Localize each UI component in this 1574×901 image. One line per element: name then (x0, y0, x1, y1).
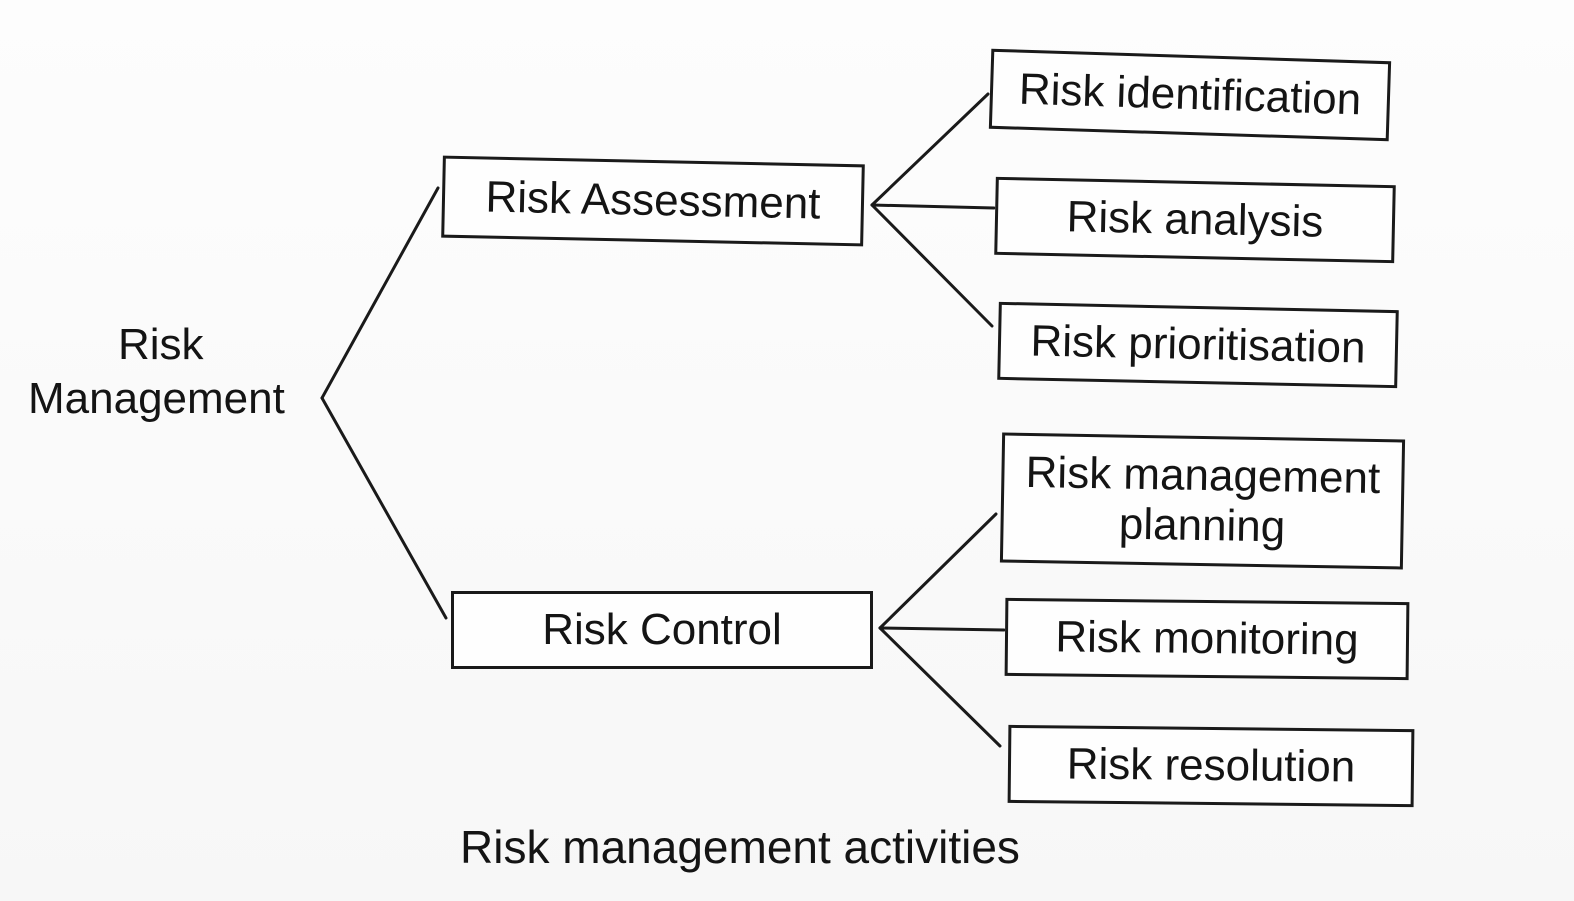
node-risk-control: Risk Control (451, 591, 873, 669)
node-risk-management-planning: Risk management planning (999, 432, 1406, 570)
root-label-line1: Risk (118, 320, 204, 369)
connector-control-to-resolution (878, 626, 1002, 748)
connector-root-to-control (320, 396, 448, 620)
node-risk-monitoring: Risk monitoring (1004, 597, 1410, 681)
node-risk-prioritisation: Risk prioritisation (997, 301, 1399, 389)
node-risk-resolution: Risk resolution (1007, 724, 1415, 808)
connector-assessment-to-identification (870, 92, 990, 207)
connector-control-to-planning (878, 512, 998, 630)
connector-assessment-to-analysis (870, 203, 996, 210)
root-node-risk-management: Risk Management (28, 318, 308, 426)
node-risk-assessment: Risk Assessment (441, 155, 865, 247)
connector-control-to-monitoring (878, 626, 1006, 632)
node-risk-analysis: Risk analysis (994, 176, 1396, 264)
node-risk-identification: Risk identification (988, 48, 1392, 142)
connector-assessment-to-prioritisation (870, 203, 994, 328)
figure-caption: Risk management activities (460, 821, 1020, 873)
root-label-line2: Management (28, 374, 285, 423)
connector-root-to-assessment (320, 186, 440, 400)
